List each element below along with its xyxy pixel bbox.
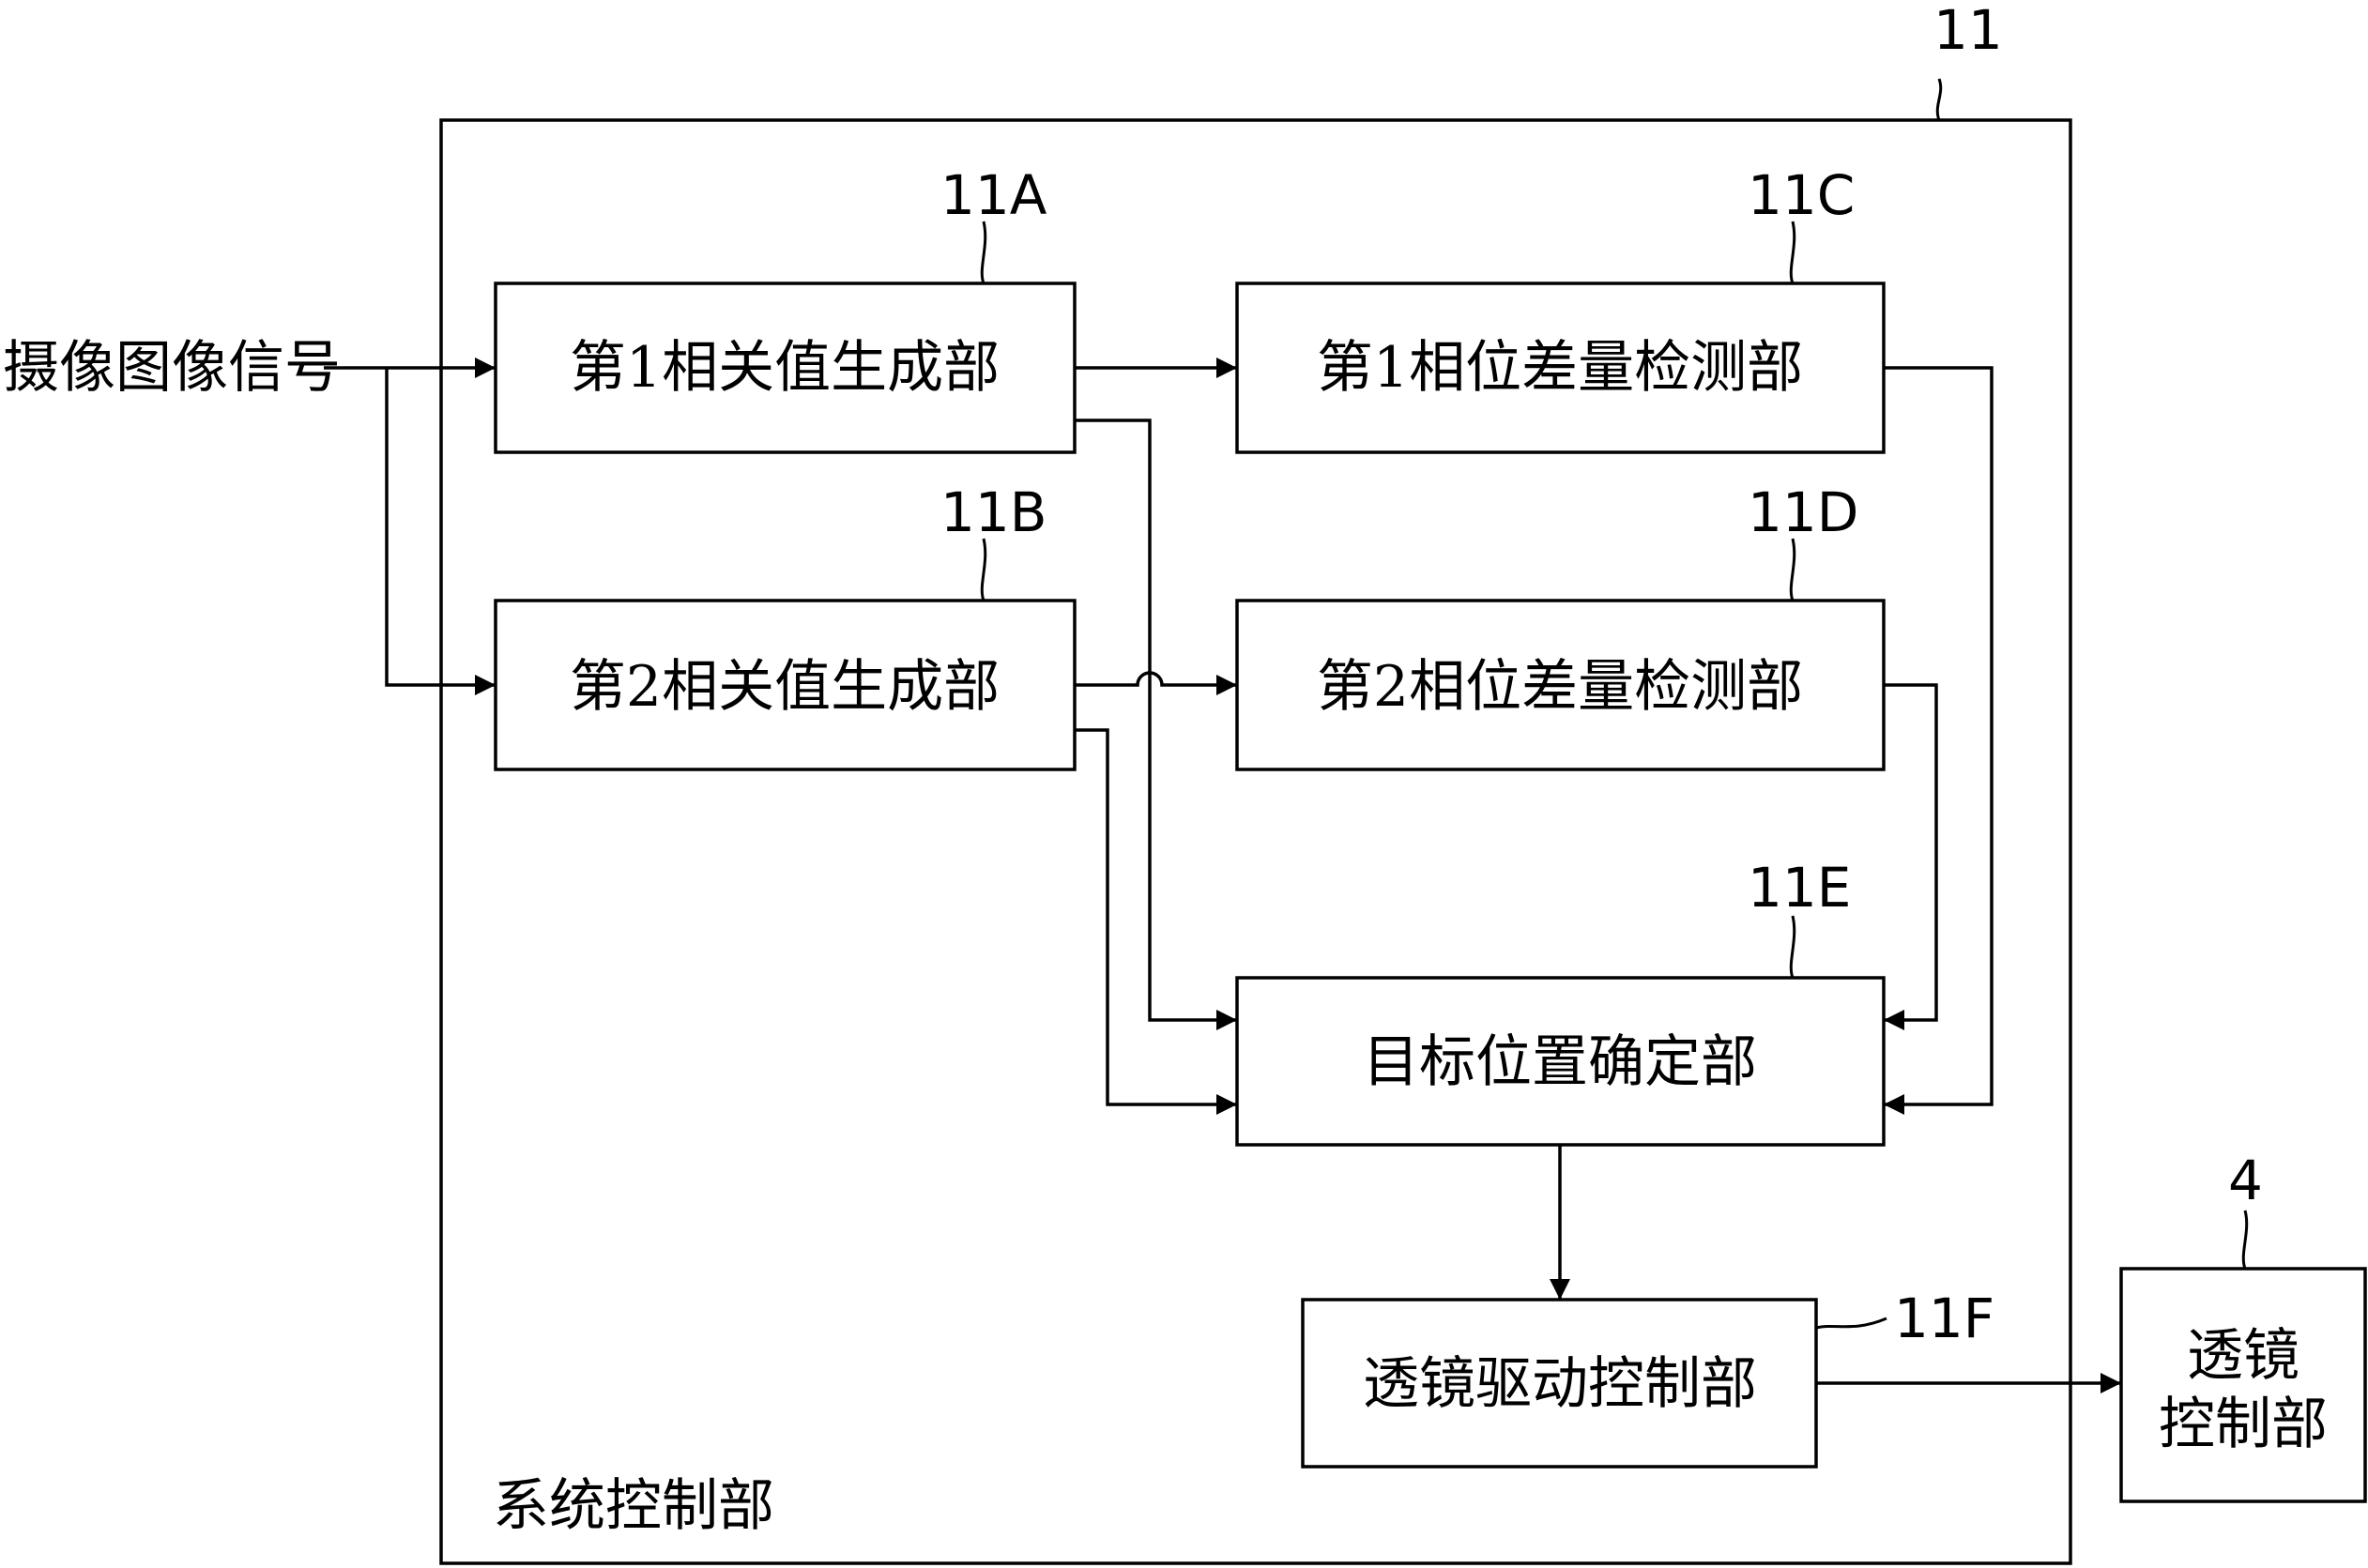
target-label: 目标位置确定部 [1363, 1029, 1757, 1095]
corr2-ref-label: 11B [940, 480, 1047, 544]
corr1-ref-label: 11A [940, 163, 1047, 227]
lensdrv-ref-leader [1815, 1317, 1887, 1330]
input-arrow-corr2 [385, 368, 496, 695]
corr2-ref-leader [980, 538, 987, 601]
lens-control-ref-label: 4 [2228, 1149, 2263, 1212]
arrow-corr2-to-target [1075, 728, 1237, 1115]
phase1-block [1235, 282, 1886, 454]
arrow-phase2-to-target [1884, 683, 1938, 1030]
phase2-ref-label: 11D [1748, 480, 1858, 544]
arrow-corr1-to-target [1075, 419, 1237, 1030]
phase2-block [1235, 599, 1886, 771]
corr2-label: 第2相关值生成部 [570, 654, 1000, 720]
target-ref-leader [1789, 915, 1796, 979]
lens-control-label-line1: 透镜 [2187, 1323, 2299, 1389]
corr1-label: 第1相关值生成部 [570, 335, 1000, 401]
phase1-label: 第1相位差量检测部 [1317, 335, 1803, 401]
corr1-ref-leader [980, 221, 987, 284]
phase2-ref-leader [1789, 538, 1796, 601]
lensdrv-label: 透镜驱动控制部 [1363, 1351, 1757, 1417]
system-ref-label: 11 [1933, 0, 2003, 62]
input-signal-label: 摄像图像信号 [3, 335, 341, 401]
target-block [1235, 976, 1886, 1147]
lens-control-ref-leader [2241, 1210, 2249, 1270]
target-ref-label: 11E [1748, 856, 1851, 920]
lens-control-block [2119, 1267, 2367, 1503]
lensdrv-ref-label: 11F [1894, 1286, 1994, 1350]
phase1-ref-leader [1789, 221, 1796, 284]
corr1-block [494, 282, 1077, 454]
system-ref-leader [1935, 78, 1943, 121]
arrow-phase1-to-target [1884, 366, 1994, 1115]
system-control-label: 系统控制部 [493, 1473, 774, 1539]
lens-control-label-line2: 控制部 [2159, 1392, 2328, 1457]
corr2-block [494, 599, 1077, 771]
phase1-ref-label: 11C [1748, 163, 1855, 227]
phase2-label: 第2相位差量检测部 [1317, 654, 1803, 720]
